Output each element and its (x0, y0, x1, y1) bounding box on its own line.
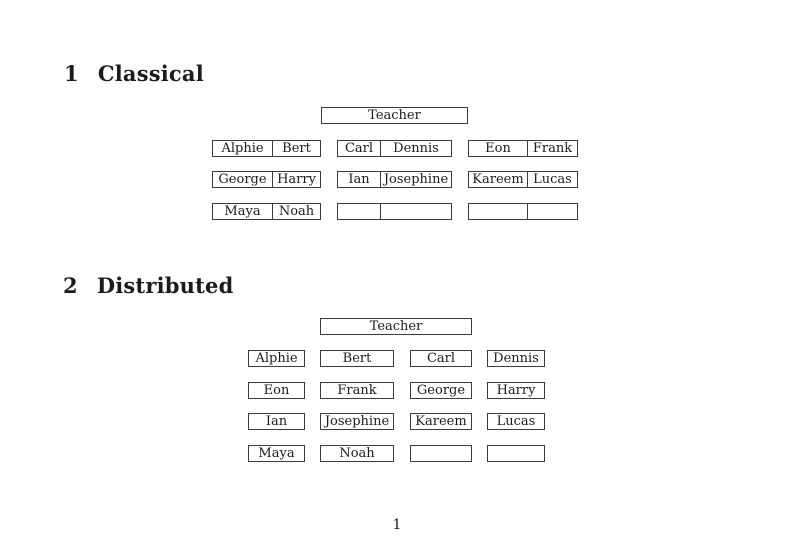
student-name: Noah (278, 204, 315, 219)
student-name: Carl (338, 141, 381, 156)
student-name: Frank (532, 141, 573, 156)
desk-pair-box (337, 203, 452, 220)
student-name: Dennis (393, 141, 439, 156)
student-name: Frank (337, 383, 377, 398)
student-name: Harry (277, 172, 316, 187)
student-name: Maya (213, 204, 273, 219)
desk-box: Eon (248, 382, 305, 399)
student-name (528, 204, 577, 219)
student-name: Carl (426, 351, 456, 366)
student-name: Ian (338, 172, 381, 187)
student-name: Alphie (255, 351, 298, 366)
student-name: Josephine (324, 414, 390, 429)
student-name: Kareem (469, 172, 528, 187)
desk-pair-box: Ian Josephine (337, 171, 452, 188)
section-heading-distributed: 2 Distributed (63, 274, 233, 298)
desk-pair-box (468, 203, 578, 220)
student-name: Harry (496, 383, 536, 398)
teacher-box: Teacher (320, 318, 472, 335)
desk-box: Alphie (248, 350, 305, 367)
section-number: 1 (64, 61, 79, 86)
desk-pair-box: Maya Noah (212, 203, 321, 220)
student-name (469, 204, 528, 219)
student-name: Bert (342, 351, 372, 366)
desk-box: Maya (248, 445, 305, 462)
student-name: Ian (265, 414, 288, 429)
student-name (338, 204, 381, 219)
student-name: Maya (258, 446, 295, 461)
desk-pair-box: Kareem Lucas (468, 171, 578, 188)
desk-pair-box: Alphie Bert (212, 140, 321, 157)
desk-box: Harry (487, 382, 545, 399)
desk-box: George (410, 382, 472, 399)
desk-pair-box: George Harry (212, 171, 321, 188)
student-name: George (416, 383, 466, 398)
section-title: Classical (97, 61, 204, 86)
student-name: Noah (339, 446, 375, 461)
desk-pair-box: Eon Frank (468, 140, 578, 157)
student-name: Josephine (383, 172, 449, 187)
student-name: Kareem (415, 414, 467, 429)
student-name: Alphie (213, 141, 273, 156)
student-name: Eon (263, 383, 290, 398)
desk-box: Lucas (487, 413, 545, 430)
teacher-label: Teacher (369, 319, 423, 334)
desk-pair-box: Carl Dennis (337, 140, 452, 157)
section-number: 2 (63, 273, 78, 298)
teacher-box: Teacher (321, 107, 468, 124)
page-number: 1 (392, 517, 402, 533)
desk-box (410, 445, 472, 462)
section-heading-classical: 1 Classical (64, 62, 204, 86)
student-name: Eon (469, 141, 528, 156)
section-title: Distributed (96, 273, 234, 298)
student-name: Lucas (496, 414, 536, 429)
student-name: Dennis (493, 351, 539, 366)
teacher-label: Teacher (368, 108, 421, 123)
desk-box: Ian (248, 413, 305, 430)
desk-box: Frank (320, 382, 394, 399)
desk-box (487, 445, 545, 462)
desk-box: Carl (410, 350, 472, 367)
desk-box: Noah (320, 445, 394, 462)
desk-box: Dennis (487, 350, 545, 367)
student-name: Lucas (533, 172, 572, 187)
student-name (381, 204, 451, 219)
desk-box: Kareem (410, 413, 472, 430)
desk-box: Bert (320, 350, 394, 367)
student-name: Bert (282, 141, 311, 156)
student-name: George (213, 172, 273, 187)
desk-box: Josephine (320, 413, 394, 430)
